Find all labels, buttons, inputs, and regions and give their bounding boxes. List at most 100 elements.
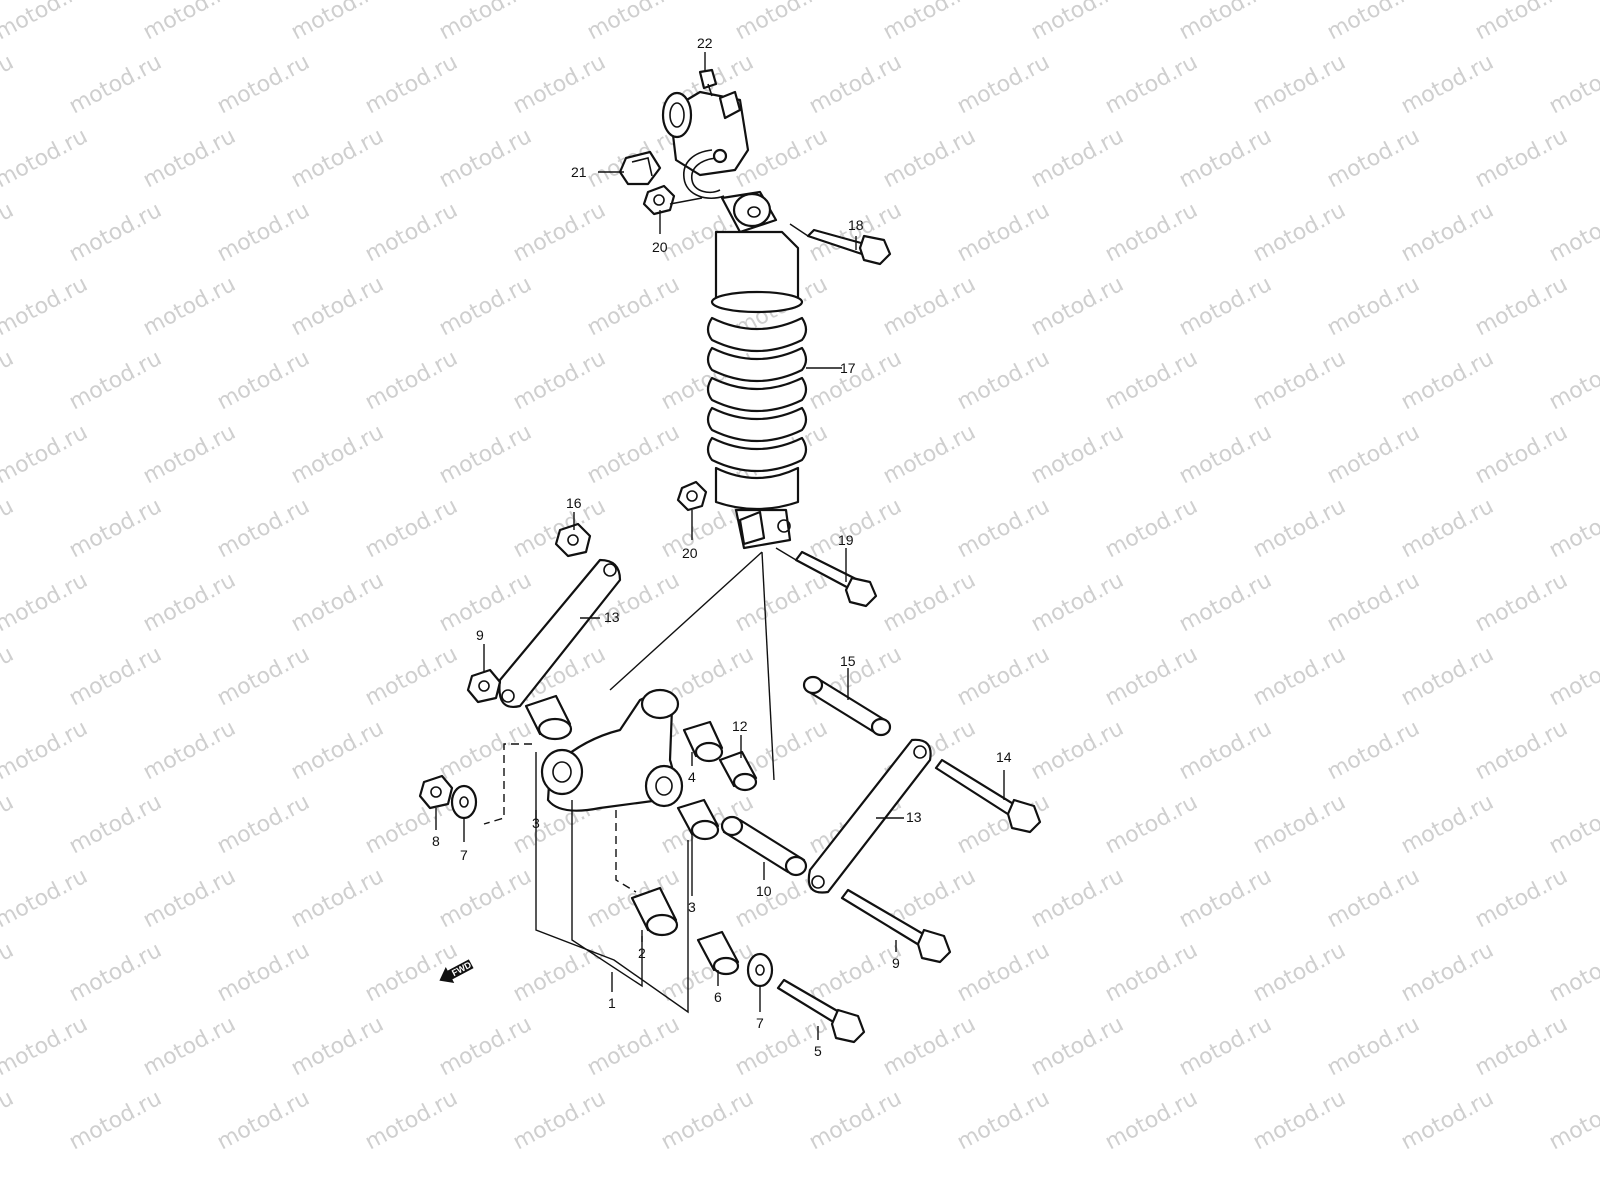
watermark-text: motod.ru xyxy=(0,716,92,785)
watermark-text: motod.ru xyxy=(1397,790,1498,859)
callout-16: 16 xyxy=(566,495,582,511)
watermark-text: motod.ru xyxy=(287,1012,388,1081)
watermark-text: motod.ru xyxy=(879,272,980,341)
bushing-3-top xyxy=(524,694,573,741)
watermark-text: motod.ru xyxy=(435,0,536,45)
watermark-text: motod.ru xyxy=(435,420,536,489)
watermark-text: motod.ru xyxy=(139,1012,240,1081)
watermark-text: motod.ru xyxy=(509,198,610,267)
bolt-5 xyxy=(776,978,866,1044)
nut-16 xyxy=(554,522,592,558)
watermark-text: motod.ru xyxy=(879,420,980,489)
watermark-text: motod.ru xyxy=(287,420,388,489)
watermark-text: motod.ru xyxy=(361,50,462,119)
watermark-text: motod.ru xyxy=(1397,642,1498,711)
watermark-text: motod.ru xyxy=(1101,198,1202,267)
watermark-text: motod.ru xyxy=(1027,716,1128,785)
callout-2: 2 xyxy=(638,945,646,961)
watermark-text: motod.ru xyxy=(805,1086,906,1155)
watermark-text: motod.ru xyxy=(509,494,610,563)
watermark-text: motod.ru xyxy=(65,1086,166,1155)
shaft-10 xyxy=(720,815,808,877)
watermark-text: motod.ru xyxy=(213,642,314,711)
watermark-text: motod.ru xyxy=(1397,198,1498,267)
watermark-text: motod.ru xyxy=(1397,1086,1498,1155)
watermark-text: motod.ru xyxy=(1323,0,1424,45)
watermark-text: motod.ru xyxy=(583,420,684,489)
watermark-text: motod.ru xyxy=(0,938,18,1007)
callout-6: 6 xyxy=(714,989,722,1005)
watermark-text: motod.ru xyxy=(1101,494,1202,563)
watermark-text: motod.ru xyxy=(1175,864,1276,933)
watermark-text: motod.ru xyxy=(0,272,92,341)
watermark-text: motod.ru xyxy=(731,0,832,45)
watermark-text: motod.ru xyxy=(1397,938,1498,1007)
watermark-text: motod.ru xyxy=(65,790,166,859)
watermark-text: motod.ru xyxy=(1175,716,1276,785)
watermark-text: motod.ru xyxy=(583,0,684,45)
watermark-text: motod.ru xyxy=(953,1086,1054,1155)
callout-9: 9 xyxy=(892,955,900,971)
callout-7-left: 7 xyxy=(460,847,468,863)
bolt-14 xyxy=(934,758,1042,834)
watermark-text: motod.ru xyxy=(1471,0,1572,45)
watermark-text: motod.ru xyxy=(361,494,462,563)
watermark-text: motod.ru xyxy=(139,0,240,45)
watermark-text: motod.ru xyxy=(0,864,92,933)
watermark-text: motod.ru xyxy=(1397,494,1498,563)
watermark-text: motod.ru xyxy=(287,864,388,933)
watermark-text: motod.ru xyxy=(953,494,1054,563)
watermark-text: motod.ru xyxy=(287,716,388,785)
callout-4: 4 xyxy=(688,769,696,785)
collar-6 xyxy=(696,930,740,976)
watermark-text: motod.ru xyxy=(953,642,1054,711)
watermark-text: motod.ru xyxy=(139,864,240,933)
watermark-text: motod.ru xyxy=(1101,1086,1202,1155)
callout-17: 17 xyxy=(840,360,856,376)
watermark-text: motod.ru xyxy=(0,124,92,193)
cushion-lever xyxy=(540,688,684,812)
watermark-text: motod.ru xyxy=(0,420,92,489)
watermark-text: motod.ru xyxy=(1249,494,1350,563)
shaft-15 xyxy=(802,675,892,737)
watermark-text: motod.ru xyxy=(1249,198,1350,267)
watermark-text: motod.ru xyxy=(213,938,314,1007)
watermark-text: motod.ru xyxy=(213,790,314,859)
watermark-text: motod.ru xyxy=(1175,0,1276,45)
watermark-text: motod.ru xyxy=(0,494,18,563)
watermark-text: motod.ru xyxy=(805,494,906,563)
watermark-text: motod.ru xyxy=(879,1012,980,1081)
nut-11 xyxy=(466,668,502,704)
watermark-text: motod.ru xyxy=(213,50,314,119)
watermark-text: motod.ru xyxy=(1545,1086,1600,1155)
watermark-text: motod.ru xyxy=(1249,790,1350,859)
bushing-2 xyxy=(630,886,679,937)
watermark-text: motod.ru xyxy=(435,1012,536,1081)
watermark-text: motod.ru xyxy=(361,1086,462,1155)
watermark-text: motod.ru xyxy=(0,1012,92,1081)
callout-8: 8 xyxy=(432,833,440,849)
watermark-text: motod.ru xyxy=(1323,124,1424,193)
callout-7-right: 7 xyxy=(756,1015,764,1031)
watermark-text: motod.ru xyxy=(1175,1012,1276,1081)
watermark-text: motod.ru xyxy=(1027,864,1128,933)
watermark-text: motod.ru xyxy=(1101,790,1202,859)
watermark-text: motod.ru xyxy=(435,716,536,785)
watermark-text: motod.ru xyxy=(1101,50,1202,119)
watermark-text: motod.ru xyxy=(1249,642,1350,711)
callout-3-left: 3 xyxy=(532,815,540,831)
watermark-text: motod.ru xyxy=(139,272,240,341)
watermark-text: motod.ru xyxy=(139,568,240,637)
bushing-4 xyxy=(682,720,724,763)
watermark-text: motod.ru xyxy=(287,568,388,637)
watermark-text: motod.ru xyxy=(361,642,462,711)
washer-7-right xyxy=(746,952,774,988)
watermark-text: motod.ru xyxy=(139,420,240,489)
watermark-text: motod.ru xyxy=(435,864,536,933)
watermark-text: motod.ru xyxy=(1545,198,1600,267)
watermark-text: motod.ru xyxy=(1323,864,1424,933)
nut-20-top xyxy=(642,184,703,216)
nut-20-mid xyxy=(676,480,708,512)
